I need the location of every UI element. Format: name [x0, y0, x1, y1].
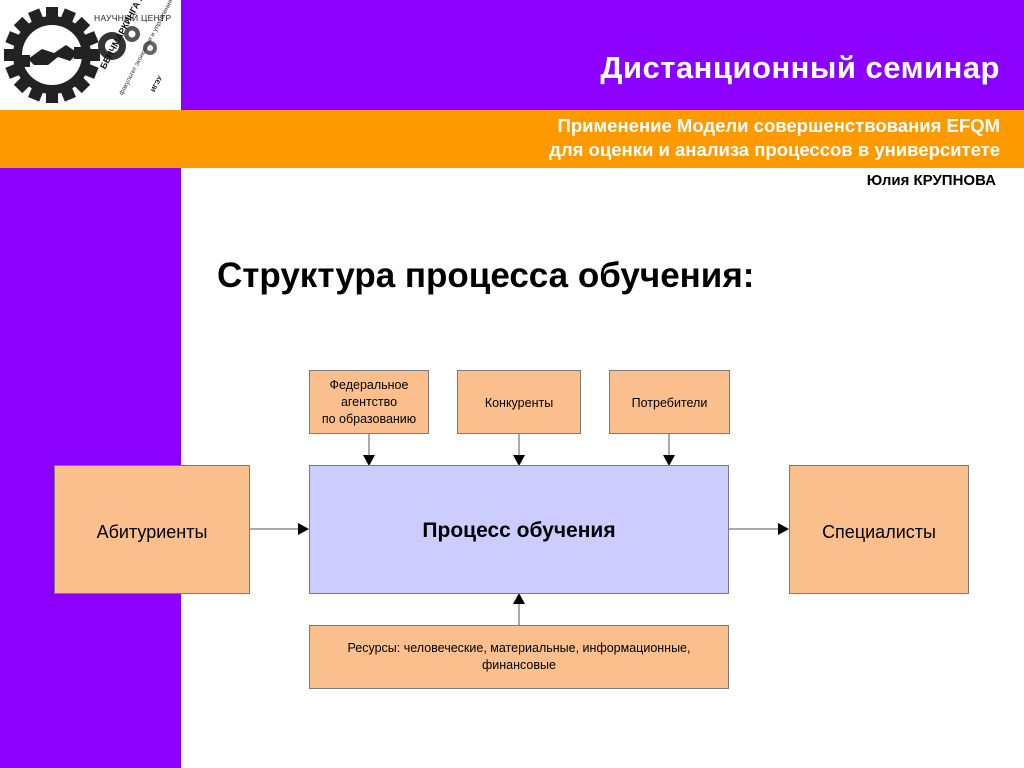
federal-agency-line-3: по образованию [321, 411, 417, 426]
arrowhead-resources [513, 593, 525, 604]
logo-center-label: НАУЧНЫЙ ЦЕНТР [94, 13, 172, 23]
box-applicants: Абитуриенты [54, 465, 250, 594]
seminar-title: Дистанционный семинар [600, 50, 1000, 85]
author-name: Юлия КРУПНОВА [866, 172, 996, 189]
box-federal-agency: Федеральное агентство по образованию [309, 370, 429, 434]
header-band [181, 0, 1024, 110]
subtitle: Применение Модели совершенствования EFQM… [549, 114, 1000, 162]
arrowhead-input [298, 523, 309, 535]
gear-logo-icon [4, 7, 157, 103]
resources-line-2: финансовые [482, 658, 556, 672]
learning-process-label: Процесс обучения [422, 519, 616, 542]
resources-line-1: Ресурсы: человеческие, материальные, инф… [347, 641, 691, 655]
consumers-label: Потребители [631, 396, 708, 410]
federal-agency-line-1: Федеральное [329, 377, 409, 392]
subtitle-line-2: для оценки и анализа процессов в универс… [549, 139, 1000, 160]
subtitle-band [0, 110, 1024, 168]
slide-heading: Структура процесса обучения: [217, 256, 755, 295]
box-specialists: Специалисты [789, 465, 969, 594]
specialists-label: Специалисты [822, 522, 936, 542]
applicants-label: Абитуриенты [96, 522, 208, 542]
logo: НАУЧНЫЙ ЦЕНТР БЕНЧМАРКИНГА и совершенств… [0, 0, 181, 110]
subtitle-line-1: Применение Модели совершенствования EFQM [557, 115, 1000, 136]
box-resources: Ресурсы: человеческие, материальные, инф… [309, 625, 729, 689]
box-learning-process: Процесс обучения [309, 465, 729, 594]
arrowhead-output [778, 523, 789, 535]
box-competitors: Конкуренты [457, 370, 581, 434]
competitors-label: Конкуренты [484, 396, 554, 410]
box-consumers: Потребители [609, 370, 730, 434]
federal-agency-line-2: агентство [340, 394, 398, 409]
